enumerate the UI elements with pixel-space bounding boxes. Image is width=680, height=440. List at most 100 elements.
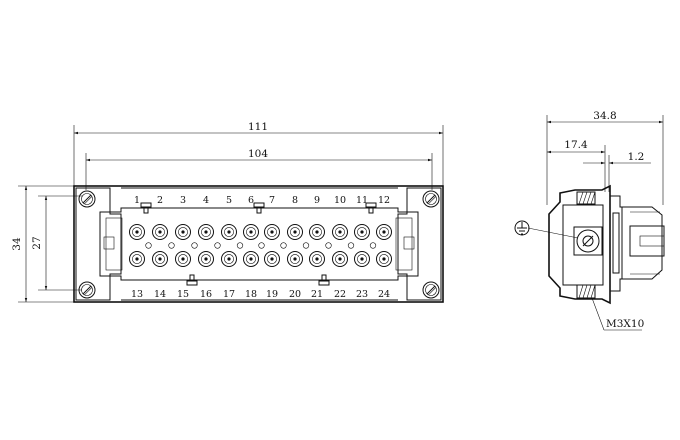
dim-111-label: 111 xyxy=(248,121,268,133)
pin-label: 3 xyxy=(180,195,186,206)
ground-screw xyxy=(573,226,603,256)
pin-label: 7 xyxy=(269,195,275,206)
pin-label: 10 xyxy=(334,195,346,206)
coding-pin xyxy=(253,202,265,214)
contact xyxy=(152,224,168,240)
pin-label: 23 xyxy=(356,289,368,300)
front-outer-frame xyxy=(73,185,444,303)
screw-block-bottom xyxy=(576,284,596,299)
insert-hole xyxy=(280,242,287,249)
insert-hole xyxy=(168,242,175,249)
pin-label: 8 xyxy=(292,195,298,206)
corner-screws xyxy=(78,190,440,299)
contact xyxy=(309,251,325,267)
contact xyxy=(175,224,191,240)
contact xyxy=(221,224,237,240)
pin-labels-top: 1 2 3 4 5 6 7 8 9 10 11 12 xyxy=(134,195,390,206)
pin-label: 6 xyxy=(248,195,254,206)
pin-label: 22 xyxy=(334,289,346,300)
dim-overall-height: 34 xyxy=(11,185,78,303)
dim-27-label: 27 xyxy=(31,236,43,249)
contact xyxy=(332,224,348,240)
insert-hole xyxy=(369,242,377,249)
contact xyxy=(287,224,303,240)
dim-17-4-label: 17.4 xyxy=(564,139,588,151)
contact xyxy=(198,224,214,240)
contact xyxy=(354,251,370,267)
contact xyxy=(243,224,259,240)
contact xyxy=(129,224,145,240)
contact-insert xyxy=(99,207,419,281)
pin-label: 19 xyxy=(266,289,278,300)
contact xyxy=(332,251,348,267)
pin-label: 9 xyxy=(314,195,320,206)
pin-label: 16 xyxy=(200,289,212,300)
dim-104-label: 104 xyxy=(248,148,268,160)
pin-label: 24 xyxy=(378,289,390,300)
dim-pin-span: 104 xyxy=(85,148,433,190)
dim-overall-width: 111 xyxy=(73,121,444,188)
contact xyxy=(376,251,392,267)
contact xyxy=(264,251,280,267)
insert-hole xyxy=(258,242,265,249)
insert-hole xyxy=(145,242,152,249)
coding-pin xyxy=(186,274,198,286)
insert-hole xyxy=(302,242,310,249)
dim-34-label: 34 xyxy=(11,237,23,251)
rear-shell xyxy=(610,195,663,292)
screw xyxy=(78,281,96,299)
coding-pins xyxy=(140,202,377,286)
coding-pin xyxy=(318,274,330,286)
contact xyxy=(287,251,303,267)
contact xyxy=(129,251,145,267)
pin-label: 17 xyxy=(223,289,235,300)
dim-half-depth: 17.4 xyxy=(547,139,606,192)
pin-labels-bottom: 13 14 15 16 17 18 19 20 21 22 23 24 xyxy=(131,289,390,300)
contact xyxy=(264,224,280,240)
dim-depth: 34.8 xyxy=(546,110,664,205)
contact xyxy=(175,251,191,267)
pin-label: 12 xyxy=(378,195,390,206)
contact xyxy=(309,224,325,240)
front-view: 111 104 34 27 xyxy=(11,121,444,303)
left-flange xyxy=(75,187,122,301)
insert-hole xyxy=(347,242,355,249)
screw xyxy=(78,190,96,208)
contact xyxy=(221,251,237,267)
pin-label: 1 xyxy=(134,195,140,206)
coding-pin xyxy=(140,202,152,214)
right-flange xyxy=(397,187,442,301)
dim-1-2-label: 1.2 xyxy=(628,151,645,163)
contact xyxy=(376,224,392,240)
screw-block-top xyxy=(576,191,596,205)
contact xyxy=(152,251,168,267)
side-body xyxy=(562,204,604,286)
left-latch xyxy=(105,217,123,271)
screw xyxy=(422,281,440,299)
pin-label: 4 xyxy=(203,195,209,206)
pin-label: 11 xyxy=(356,195,368,206)
insert-hole xyxy=(191,242,198,249)
pin-label: 20 xyxy=(289,289,301,300)
contact-grid xyxy=(129,224,392,267)
contact xyxy=(198,251,214,267)
insert-hole xyxy=(214,242,221,249)
pin-label: 14 xyxy=(154,289,166,300)
rear-window xyxy=(629,225,665,257)
coding-pin xyxy=(365,202,377,214)
insert-hole xyxy=(236,242,244,249)
pin-label: 2 xyxy=(157,195,163,206)
screw xyxy=(422,190,440,208)
pin-label: 13 xyxy=(131,289,143,300)
right-latch xyxy=(395,217,413,271)
contact xyxy=(354,224,370,240)
side-housing xyxy=(548,184,611,305)
dim-34-8-label: 34.8 xyxy=(593,110,616,122)
pin-label: 15 xyxy=(177,289,189,300)
ground-symbol-icon xyxy=(514,220,530,236)
dim-offset: 1.2 xyxy=(583,151,651,192)
insert-hole xyxy=(325,242,332,249)
pin-label: 21 xyxy=(311,289,323,300)
contact xyxy=(243,251,259,267)
